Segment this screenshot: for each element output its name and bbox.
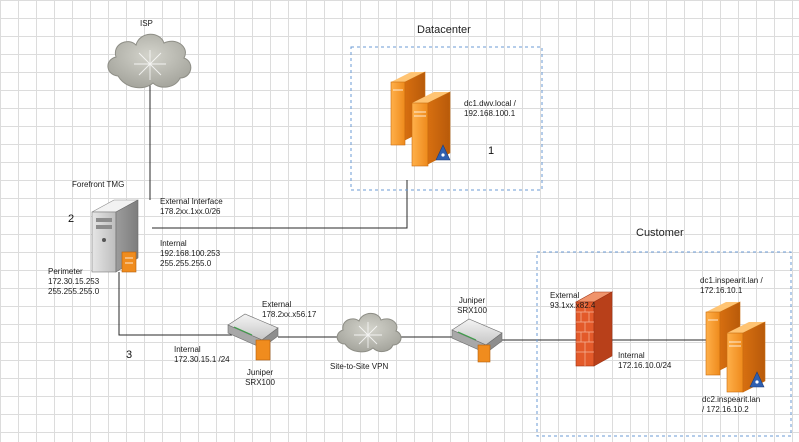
customer-internal-subnet: 172.16.10.0/24 [618,361,672,370]
datacenter-marker: 1 [488,145,495,157]
customer-dc1-name: dc1.inspearit.lan / [700,276,763,285]
juniper-left-router-icon [227,313,279,361]
datacenter-host-name: dc1.dwv.local / [464,99,516,108]
datacenter-server-icon [390,71,451,167]
perimeter-mask: 255.255.255.0 [48,287,100,296]
datacenter-host-ip: 192.168.100.1 [464,109,516,118]
customer-external-label: External 93.1xx.x82.4 [550,291,595,311]
isp-label: ISP [140,19,153,28]
customer-internal-title: Internal [618,351,645,360]
juniper-left-model: SRX100 [245,378,275,387]
customer-title: Customer [636,227,684,239]
juniper-left-internal-title: Internal [174,345,201,354]
forefront-label: Forefront TMG [72,180,125,189]
customer-dc2-ip: / 172.16.10.2 [702,405,749,414]
customer-server-icon [705,301,766,393]
tmg-internal-title: Internal [160,239,187,248]
juniper-left-internal-ip: 172.30.15.1 /24 [174,355,230,364]
juniper-right-model: SRX100 [457,306,487,315]
forefront-marker: 2 [68,213,75,225]
customer-external-ip: 93.1xx.x82.4 [550,301,596,310]
customer-dc1-ip: 172.16.10.1 [700,286,743,295]
firewall-icon [574,291,614,367]
customer-dc2-name: dc2.inspearit.lan [702,395,761,404]
customer-dc2-label: dc2.inspearit.lan / 172.16.10.2 [702,395,760,415]
customer-boundary [536,251,792,437]
external-interface-ip: 178.2xx.1xx.0/26 [160,207,221,216]
datacenter-title: Datacenter [417,24,471,36]
juniper-left-marker: 3 [126,349,133,361]
perimeter-ip: 172.30.15.253 [48,277,100,286]
external-interface-title: External Interface [160,197,223,206]
tmg-internal-label: Internal 192.168.100.253 255.255.255.0 [160,239,220,269]
juniper-left-name: Juniper [246,368,274,377]
tmg-internal-mask: 255.255.255.0 [160,259,212,268]
tmg-internal-ip: 192.168.100.253 [160,249,221,258]
external-interface-label: External Interface 178.2xx.1xx.0/26 [160,197,223,217]
customer-internal-label: Internal 172.16.10.0/24 [618,351,671,371]
datacenter-boundary [350,46,543,191]
isp-cloud-icon [107,33,192,89]
datacenter-link [152,180,408,229]
juniper-right-name: Juniper [458,296,486,305]
perimeter-link [118,272,232,336]
perimeter-title: Perimeter [48,267,83,276]
juniper-left-external-title: External [262,300,292,309]
vpn-cloud-icon [336,312,402,353]
customer-dc1-label: dc1.inspearit.lan / 172.16.10.1 [700,276,763,296]
juniper-left-internal-label: Internal 172.30.15.1 /24 [174,345,230,365]
juniper-left-external-ip: 178.2xx.x56.17 [262,310,317,319]
juniper-left-external-label: External 178.2xx.x56.17 [262,300,316,320]
perimeter-label: Perimeter 172.30.15.253 255.255.255.0 [48,267,99,297]
juniper-right-name-label: Juniper SRX100 [452,296,492,316]
juniper-left-name-label: Juniper SRX100 [240,368,280,388]
juniper-right-router-icon [451,318,503,363]
datacenter-host-label: dc1.dwv.local / 192.168.100.1 [464,99,516,119]
customer-external-title: External [550,291,580,300]
forefront-server-icon [91,199,139,273]
vpn-label: Site-to-Site VPN [330,362,389,371]
